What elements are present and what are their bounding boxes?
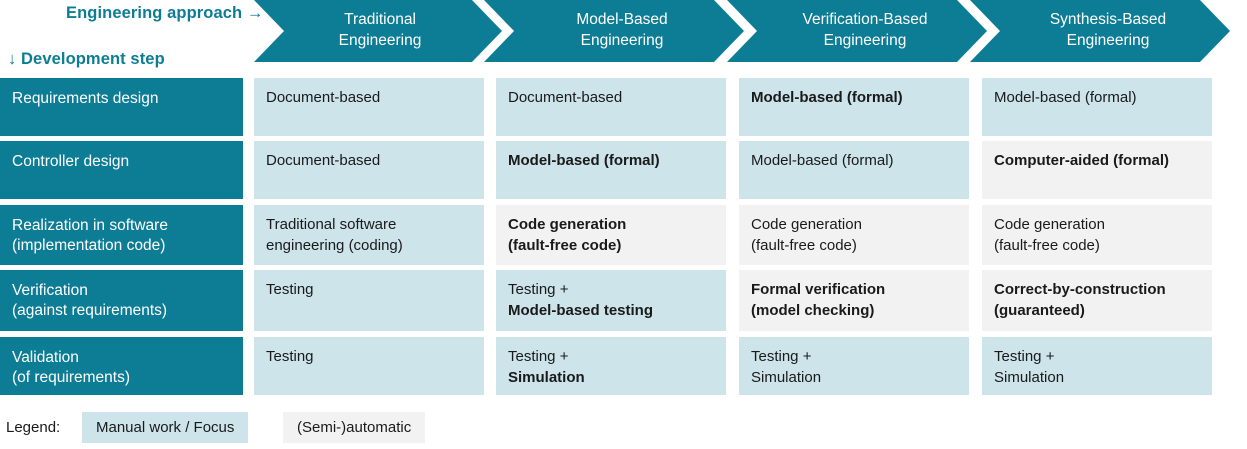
cell-line-1: Document-based [508, 89, 623, 106]
cell-line-1: Model-based (formal) [751, 89, 903, 106]
row-label-3[interactable]: Realization in software (implementation c… [0, 205, 243, 265]
cell-line-1: Testing + [751, 348, 812, 365]
cell-r5-c2[interactable]: Testing + Simulation [496, 337, 726, 395]
development-step-axis-label: ↓ Development step [8, 50, 165, 68]
header-line-2: Engineering [823, 32, 907, 49]
cell-r4-c3[interactable]: Formal verification (model checking) [739, 270, 969, 331]
cell-line-1: Document-based [266, 89, 381, 106]
header-line-1: Verification-Based [802, 11, 928, 28]
row-label-2[interactable]: Controller design [0, 141, 243, 199]
cell-r3-c1[interactable]: Traditional software engineering (coding) [254, 205, 484, 265]
cell-line-2: Simulation [751, 369, 822, 386]
cell-r3-c4[interactable]: Code generation (fault-free code) [982, 205, 1212, 265]
chevron-arrows-shape [254, 0, 1230, 62]
header-line-2: Engineering [338, 32, 422, 49]
legend-swatch-automatic: (Semi-)automatic [283, 412, 426, 443]
cell-line-1: Testing + [508, 348, 569, 365]
cell-r2-c1[interactable]: Document-based [254, 141, 484, 199]
cell-line-1: Correct-by-construction [994, 281, 1166, 298]
row-label-line-1: Realization in software [12, 217, 168, 234]
cell-line-1: Model-based (formal) [508, 152, 660, 169]
cell-line-1: Testing [266, 281, 314, 298]
header-line-1: Synthesis-Based [1049, 11, 1167, 28]
cell-line-2: Simulation [994, 369, 1065, 386]
column-header-arrow-1[interactable] [254, 0, 502, 62]
cell-line-2: (fault-free code) [751, 237, 857, 254]
cell-line-1: Code generation [751, 216, 862, 233]
cell-r5-c3[interactable]: Testing + Simulation [739, 337, 969, 395]
header-line-2: Engineering [1066, 32, 1150, 49]
cell-line-2: Simulation [508, 369, 585, 386]
column-header-arrow-2[interactable] [484, 0, 744, 62]
cell-r1-c3[interactable]: Model-based (formal) [739, 78, 969, 136]
cell-line-1: Traditional software [266, 216, 397, 233]
column-header-arrow-4[interactable] [970, 0, 1230, 62]
legend: Legend: Manual work / Focus (Semi-)autom… [0, 412, 1247, 446]
cell-r5-c1[interactable]: Testing [254, 337, 484, 395]
cell-r2-c4[interactable]: Computer-aided (formal) [982, 141, 1212, 199]
header-line-1: Traditional [344, 11, 416, 28]
row-label-1[interactable]: Requirements design [0, 78, 243, 136]
cell-r1-c1[interactable]: Document-based [254, 78, 484, 136]
cell-line-1: Document-based [266, 152, 381, 169]
cell-line-1: Model-based (formal) [994, 89, 1137, 106]
cell-line-2: (fault-free code) [508, 237, 622, 254]
legend-swatch-manual: Manual work / Focus [82, 412, 249, 443]
cell-line-2: (fault-free code) [994, 237, 1100, 254]
cell-line-1: Code generation [994, 216, 1105, 233]
cell-line-2: engineering (coding) [266, 237, 403, 254]
cell-r3-c2[interactable]: Code generation (fault-free code) [496, 205, 726, 265]
row-label-line-1: Verification [12, 282, 88, 299]
row-label-line-1: Controller design [12, 153, 130, 170]
cell-line-1: Formal verification [751, 281, 886, 298]
cell-line-1: Testing [266, 348, 314, 365]
engineering-approach-axis-label: Engineering approach → [66, 4, 264, 22]
cell-line-2: (model checking) [751, 302, 875, 319]
row-label-line-1: Requirements design [12, 90, 159, 107]
cell-line-2: Model-based testing [508, 302, 654, 319]
row-label-line-1: Validation [12, 349, 79, 366]
cell-r4-c4[interactable]: Correct-by-construction (guaranteed) [982, 270, 1212, 331]
column-header-arrow-3[interactable] [727, 0, 987, 62]
header-line-2: Engineering [580, 32, 664, 49]
cell-r4-c1[interactable]: Testing [254, 270, 484, 331]
legend-title: Legend: [6, 419, 61, 436]
cell-line-1: Testing + [994, 348, 1055, 365]
cell-line-1: Testing + [508, 281, 569, 298]
row-label-4[interactable]: Verification (against requirements) [0, 270, 243, 331]
header-line-1: Model-Based [576, 11, 668, 28]
cell-line-2: (guaranteed) [994, 302, 1085, 319]
cell-r1-c2[interactable]: Document-based [496, 78, 726, 136]
cell-r2-c3[interactable]: Model-based (formal) [739, 141, 969, 199]
cell-line-1: Model-based (formal) [751, 152, 894, 169]
row-label-line-2: (of requirements) [12, 369, 131, 386]
row-label-line-2: (implementation code) [12, 237, 166, 254]
cell-line-1: Computer-aided (formal) [994, 152, 1170, 169]
cell-line-1: Code generation [508, 216, 627, 233]
cell-r1-c4[interactable]: Model-based (formal) [982, 78, 1212, 136]
cell-r4-c2[interactable]: Testing + Model-based testing [496, 270, 726, 331]
row-label-5[interactable]: Validation (of requirements) [0, 337, 243, 395]
row-label-line-2: (against requirements) [12, 302, 168, 319]
cell-r5-c4[interactable]: Testing + Simulation [982, 337, 1212, 395]
cell-r3-c3[interactable]: Code generation (fault-free code) [739, 205, 969, 265]
cell-r2-c2[interactable]: Model-based (formal) [496, 141, 726, 199]
